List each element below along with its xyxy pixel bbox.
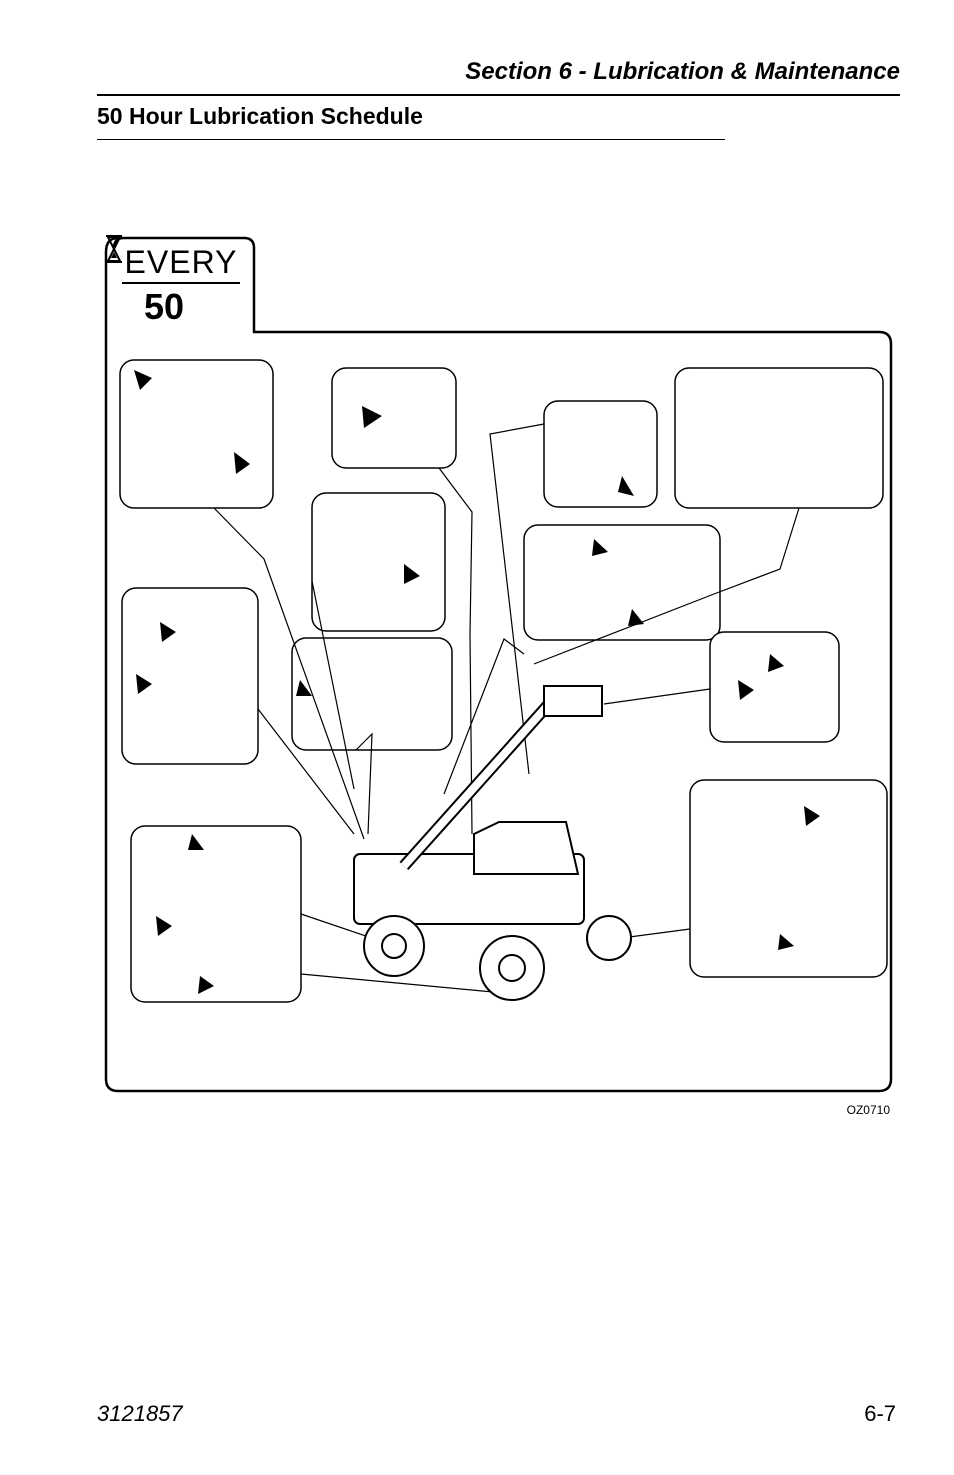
callout-front-axle (130, 825, 302, 1003)
callout-boom-nose (523, 524, 721, 641)
callout-cab-mount (291, 637, 453, 751)
callout-lift-cylinder (121, 587, 259, 765)
callout-boom-head (331, 367, 457, 469)
figure-code: OZ0710 (846, 1103, 890, 1117)
callout-rear-axle (689, 779, 888, 978)
telehandler-drawing (353, 685, 632, 1001)
badge-hours-value: 50 (144, 286, 185, 327)
badge-every-label: EVERY (124, 244, 238, 280)
page-heading-text: 50 Hour Lubrication Schedule (97, 103, 423, 129)
callout-boom-pivot (119, 359, 274, 509)
grease-point-markers (134, 370, 820, 994)
lubrication-figure: EVERY 50 (104, 234, 894, 1094)
figure-drawing (104, 236, 893, 1093)
document-number: 3121857 (97, 1401, 183, 1426)
callout-attachment-tilt (674, 367, 884, 509)
section-header: Section 6 - Lubrication & Maintenance (97, 58, 900, 96)
badge-divider (122, 282, 240, 284)
section-title: Section 6 - Lubrication & Maintenance (465, 58, 900, 85)
page-heading: 50 Hour Lubrication Schedule (97, 103, 725, 140)
page-number: 6-7 (864, 1401, 896, 1426)
figure-frame (104, 236, 893, 1093)
hourglass-icon (106, 235, 122, 263)
callout-frame-pivot (543, 400, 658, 508)
callout-fork-carriage (709, 631, 840, 743)
callout-rear-cylinder (311, 492, 446, 632)
